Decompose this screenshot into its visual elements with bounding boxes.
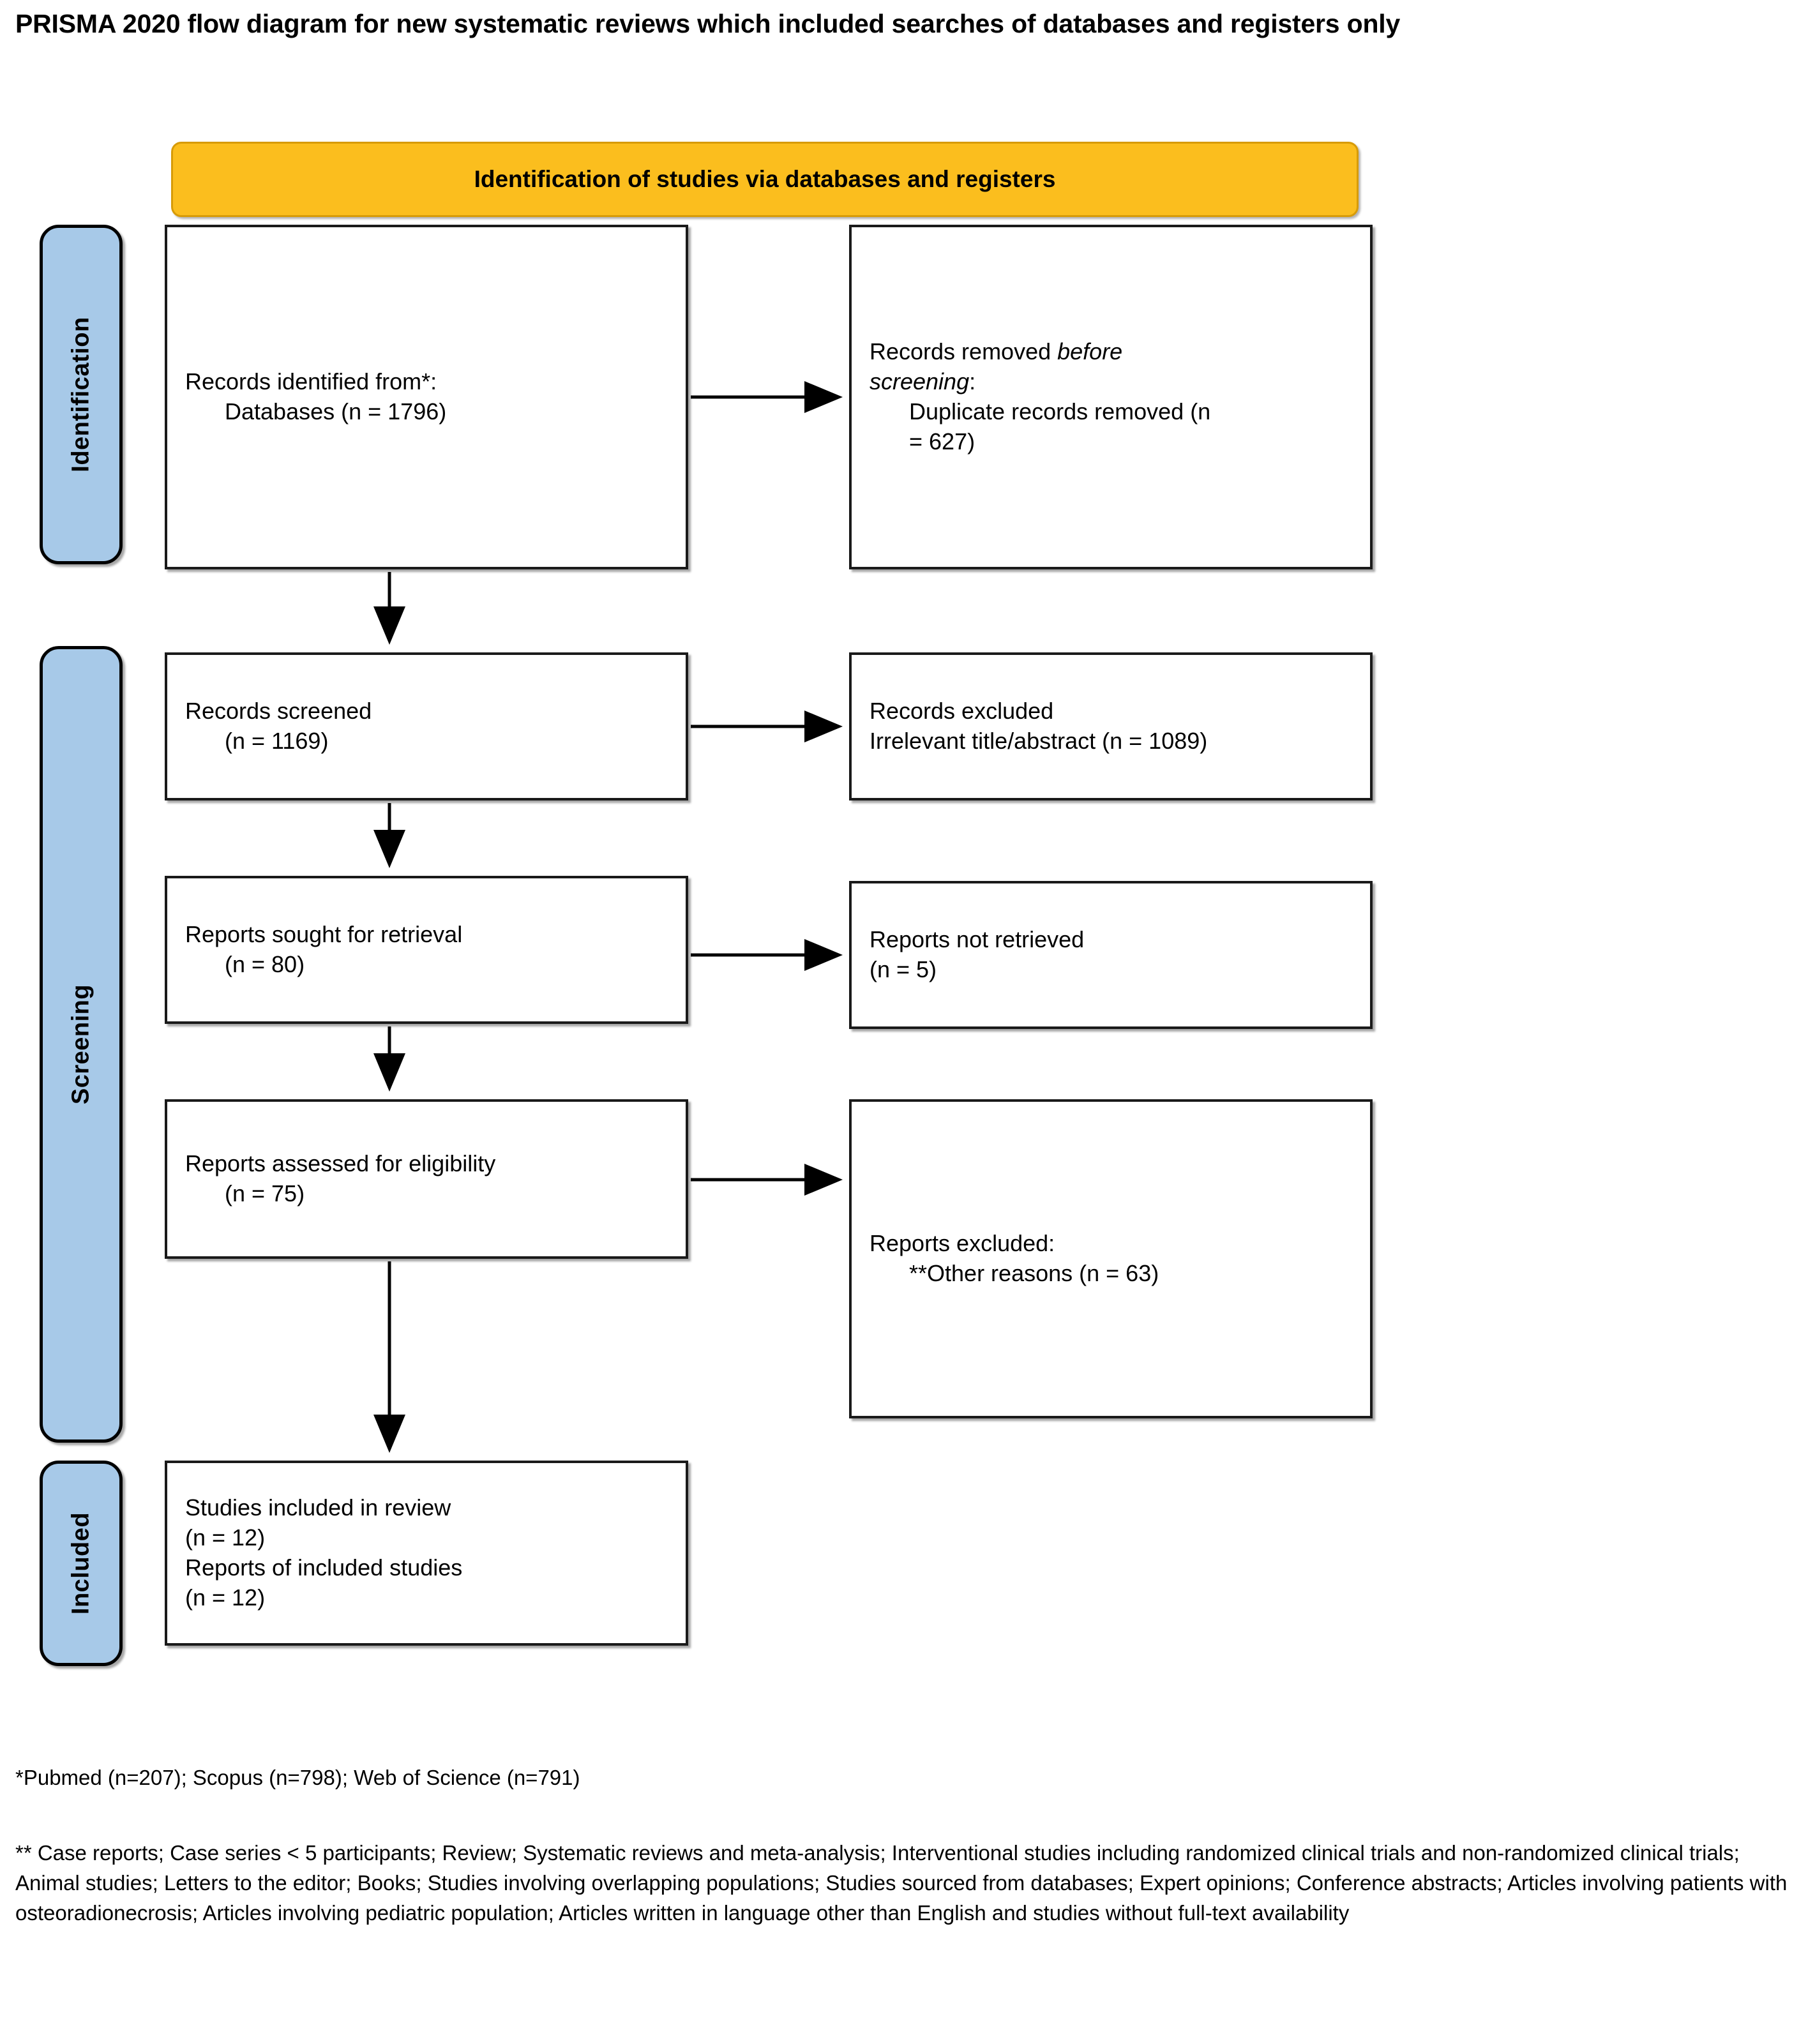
box-studies-included-line3: Reports of included studies [185,1554,463,1581]
box-records-excluded-line2: Irrelevant title/abstract (n = 1089) [870,728,1208,754]
box-records-identified-line1: Records identified from*: [185,368,437,395]
stage-banner-label: Identification of studies via databases … [474,166,1056,192]
box-records-removed-line1-emphasis: before [1057,338,1123,365]
footnote-exclusion-reasons: ** Case reports; Case series < 5 partici… [15,1841,1788,1925]
box-reports-sought-line2: (n = 80) [225,951,305,977]
box-records-excluded: Records excluded Irrelevant title/abstra… [849,652,1373,800]
box-records-removed-line4: = 627) [909,428,975,455]
box-records-removed-line1-text: Records removed [870,338,1058,365]
box-reports-excluded: Reports excluded: **Other reasons (n = 6… [849,1099,1373,1418]
box-reports-excluded-line2: **Other reasons (n = 63) [909,1260,1159,1286]
prisma-flow-diagram: Identification of studies via databases … [40,142,1373,1666]
box-records-screened-line1: Records screened [185,698,372,725]
box-records-removed: Records removed before screening: Duplic… [849,225,1373,569]
box-records-identified: Records identified from*: Databases (n =… [165,225,688,569]
box-records-removed-line2-colon: : [969,368,976,395]
page-title: PRISMA 2020 flow diagram for new systema… [15,9,1401,38]
box-records-removed-line2-emphasis: screening [870,368,970,395]
stage-tab-identification-label: Identification [67,317,94,472]
box-reports-not-retrieved-line2: (n = 5) [870,956,937,982]
box-records-identified-line2: Databases (n = 1796) [225,398,447,425]
box-reports-assessed-line1: Reports assessed for eligibility [185,1150,496,1177]
stage-tab-included: Included [40,1461,123,1666]
box-studies-included-line4: (n = 12) [185,1584,266,1611]
box-reports-sought: Reports sought for retrieval (n = 80) [165,876,688,1024]
box-records-screened: Records screened (n = 1169) [165,652,688,800]
stage-tab-identification: Identification [40,225,123,564]
box-records-removed-line3: Duplicate records removed (n [909,398,1211,425]
box-reports-not-retrieved: Reports not retrieved (n = 5) [849,881,1373,1029]
box-reports-assessed-line2: (n = 75) [225,1180,305,1206]
box-reports-not-retrieved-line1: Reports not retrieved [870,926,1085,953]
box-records-excluded-line1: Records excluded [870,698,1054,725]
box-studies-included: Studies included in review (n = 12) Repo… [165,1461,688,1646]
stage-tab-screening: Screening [40,646,123,1443]
stage-tab-screening-label: Screening [67,984,94,1105]
box-reports-sought-line1: Reports sought for retrieval [185,921,463,948]
box-records-screened-line2: (n = 1169) [225,728,329,754]
box-reports-assessed: Reports assessed for eligibility (n = 75… [165,1099,688,1259]
box-studies-included-line2: (n = 12) [185,1524,266,1551]
box-reports-excluded-line1: Reports excluded: [870,1230,1055,1257]
box-records-removed-line1: Records removed before [870,337,1352,367]
stage-banner-identification: Identification of studies via databases … [171,142,1359,217]
stage-tab-included-label: Included [67,1512,94,1615]
box-records-removed-line2: screening: [870,367,1352,397]
footnote-databases: *Pubmed (n=207); Scopus (n=798); Web of … [15,1766,580,1789]
box-studies-included-line1: Studies included in review [185,1494,451,1521]
